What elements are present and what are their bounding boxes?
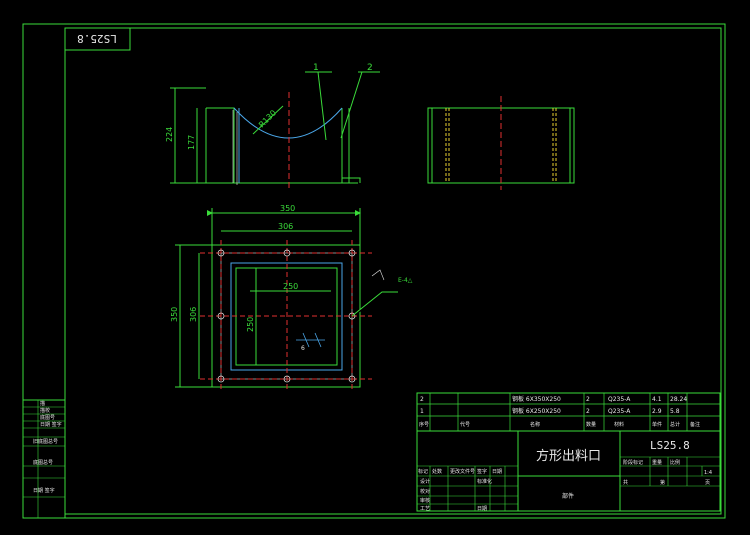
mark-0: 标记 xyxy=(418,468,428,475)
balloon-1: 1 xyxy=(313,63,319,73)
rev-row-4: 旧底图总号 xyxy=(33,438,58,445)
drawing-code: LS25.8 xyxy=(650,439,690,452)
rev-row-5: 底图总号 xyxy=(33,459,53,466)
rev-row-2: 底图号 xyxy=(40,414,55,421)
parts-row-1-qty: 2 xyxy=(586,408,590,415)
page-label: 页 xyxy=(705,480,710,486)
role-3: 工艺 xyxy=(420,506,430,512)
drawing-title: 方形出料口 xyxy=(536,448,601,464)
stage-label: 阶段标记 xyxy=(623,459,643,466)
parts-header-code: 代号 xyxy=(460,421,470,428)
front-view: 1 2 R130 224 177 xyxy=(165,63,380,190)
parts-row-1-name: 钢板 6X250X250 xyxy=(512,407,561,415)
parts-row-0-no: 2 xyxy=(420,396,424,403)
role-value-3: 日期 xyxy=(477,506,487,512)
dim-opening-width: 250 xyxy=(283,282,298,291)
weld-symbol: 6 xyxy=(301,345,305,352)
rev-row-6: 日期 签字 xyxy=(33,487,55,494)
dim-opening-height: 250 xyxy=(246,317,255,332)
weight-label: 重量 xyxy=(652,459,662,466)
parts-header-total: 总计 xyxy=(670,421,680,428)
parts-row-0-name: 钢板 6X350X250 xyxy=(512,395,561,403)
dim-total-height: 224 xyxy=(165,127,174,142)
scale-label: 比例 xyxy=(670,459,680,466)
mark-1: 处数 xyxy=(432,468,442,475)
dim-inner-height: 177 xyxy=(187,135,196,150)
weld-note: E-4△ xyxy=(398,277,413,284)
sheet-total-label: 共 xyxy=(623,479,628,486)
radius-label: R130 xyxy=(257,108,278,129)
category-label: 部件 xyxy=(562,492,574,500)
mark-4: 日期 xyxy=(492,469,502,475)
parts-header-unit: 单件 xyxy=(652,421,662,428)
mark-3: 签字 xyxy=(477,468,487,475)
dim-outer-height: 350 xyxy=(170,307,179,322)
title-block: 方形出料口 LS25.8 部件 阶段标记 重量 比例 1:4 共 第 页 标记 … xyxy=(416,430,721,512)
balloon-2: 2 xyxy=(367,63,373,73)
side-view xyxy=(427,96,575,190)
parts-row-0-total: 28.24 xyxy=(670,396,687,403)
parts-header-material: 材料 xyxy=(614,421,624,428)
parts-row-0-unit: 4.1 xyxy=(652,396,662,403)
rev-row-0: 描 xyxy=(40,400,45,407)
parts-row-1-unit: 2.9 xyxy=(652,408,662,415)
parts-row-0-material: Q235-A xyxy=(608,396,631,403)
outer-frame xyxy=(22,23,726,519)
left-revision-block: 描 描校 底图号 日期 签字 旧底图总号 底图总号 日期 签字 xyxy=(22,399,66,519)
top-view: 350 306 250 350 306 250 E-4△ 6 xyxy=(170,204,413,392)
stamp-code: LS25.8 xyxy=(77,32,117,45)
dim-inner-height-top: 306 xyxy=(189,307,198,322)
rev-row-3: 日期 签字 xyxy=(40,421,62,428)
role-value-1: 标准化 xyxy=(477,478,492,485)
dim-outer-width: 350 xyxy=(280,204,295,213)
parts-row-0-qty: 2 xyxy=(586,396,590,403)
sheet-label: 第 xyxy=(660,479,665,486)
mirrored-stamp: LS25.8 xyxy=(64,27,131,51)
mark-2: 更改文件号 xyxy=(450,468,475,475)
parts-row-1-no: 1 xyxy=(420,408,424,415)
scale-value: 1:4 xyxy=(704,470,712,476)
role-1: 校对 xyxy=(420,488,430,495)
parts-header-no: 序号 xyxy=(419,421,429,428)
parts-row-1-material: Q235-A xyxy=(608,408,631,415)
parts-header-name: 名称 xyxy=(530,421,540,428)
parts-header-qty: 数量 xyxy=(586,421,596,428)
parts-list: 2 钢板 6X350X250 2 Q235-A 4.1 28.24 1 钢板 6… xyxy=(416,392,721,432)
dim-inner-width: 306 xyxy=(278,222,293,231)
role-2: 审核 xyxy=(420,497,430,504)
rev-row-1: 描校 xyxy=(40,407,50,414)
role-0: 设计 xyxy=(420,478,430,485)
parts-header-note: 备注 xyxy=(690,421,700,428)
inner-frame xyxy=(64,27,722,515)
parts-row-1-total: 5.8 xyxy=(670,408,680,415)
